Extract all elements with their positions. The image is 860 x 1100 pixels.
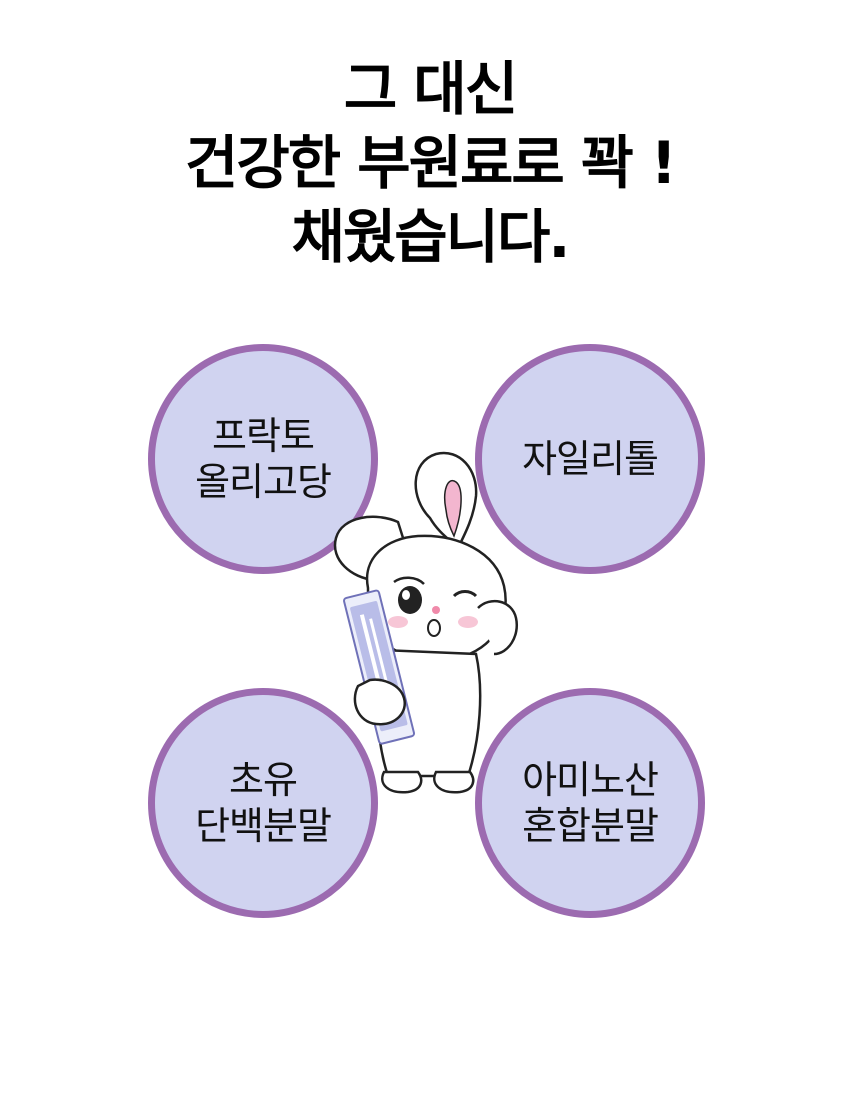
- ingredient-label-line: 프락토: [212, 414, 315, 458]
- ingredient-circle-xylitol: 자일리톨: [475, 344, 705, 574]
- headline-line-2: 건강한 부원료로 꽉 !: [185, 129, 677, 197]
- headline-line-1: 그 대신: [343, 55, 518, 123]
- ingredient-label-line: 올리고당: [195, 460, 332, 504]
- ingredient-circle-fructooligosaccharide: 프락토 올리고당: [148, 344, 378, 574]
- bunny-mascot-icon: [333, 451, 519, 794]
- ingredient-label-line: 초유: [229, 758, 298, 802]
- ingredient-label-line: 아미노산: [522, 758, 659, 802]
- ingredient-circle-amino-acid-mix: 아미노산 혼합분말: [475, 688, 705, 918]
- ingredient-label-line: 혼합분말: [522, 804, 659, 848]
- ingredient-label-line: 자일리톨: [522, 437, 659, 481]
- ingredient-circle-colostrum-protein: 초유 단백분말: [148, 688, 378, 918]
- headline: 그 대신 건강한 부원료로 꽉 ! 채웠습니다.: [0, 52, 860, 274]
- headline-line-3: 채웠습니다.: [291, 203, 571, 271]
- ingredient-label-line: 단백분말: [195, 804, 332, 848]
